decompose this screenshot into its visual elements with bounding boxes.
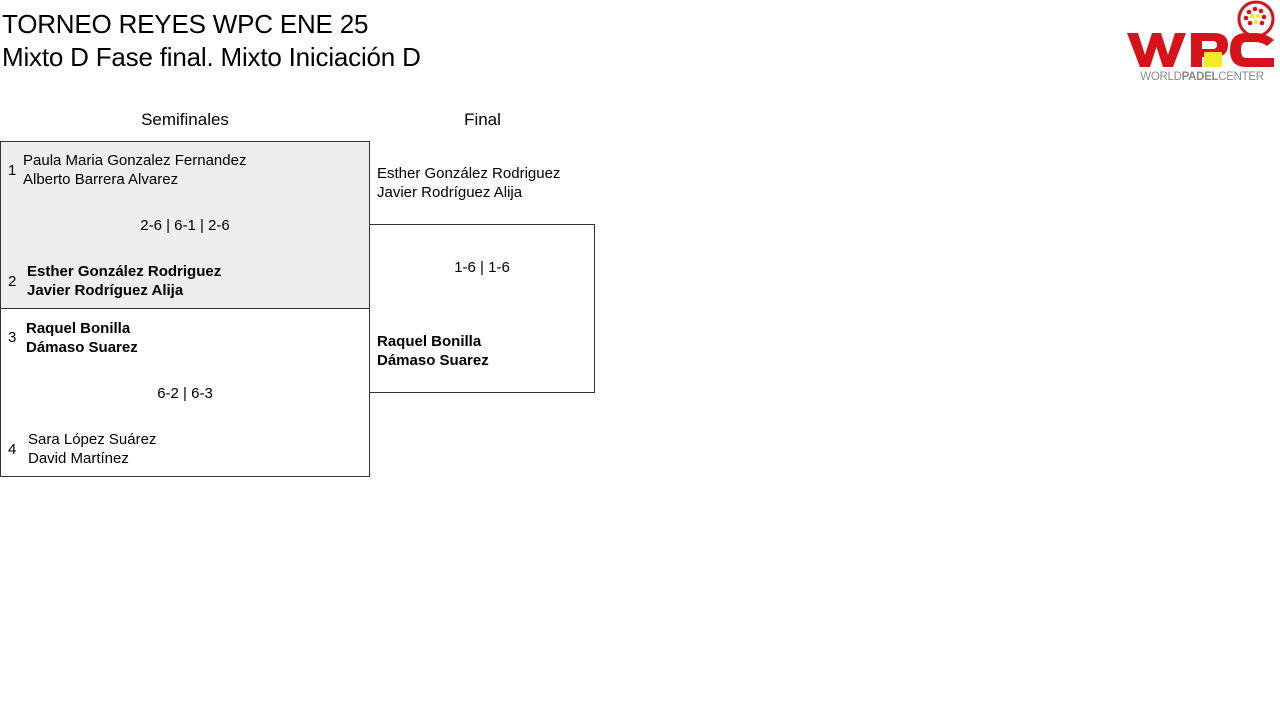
match-score: 1-6 | 1-6 — [454, 259, 510, 276]
seed-number: 1 — [8, 162, 17, 179]
pair-3-winner: Raquel Bonilla Dámaso Suarez — [26, 319, 138, 357]
semifinal-match-1[interactable]: 1 Paula Maria Gonzalez Fernandez Alberto… — [0, 141, 370, 309]
player-name: Javier Rodríguez Alija — [27, 282, 184, 299]
seed-number: 4 — [8, 441, 17, 458]
match-score: 6-2 | 6-3 — [157, 385, 213, 402]
match-score: 2-6 | 6-1 | 2-6 — [140, 217, 230, 234]
player-name: Dámaso Suarez — [377, 352, 489, 369]
player-name: Esther González Rodriguez — [377, 165, 561, 182]
player-name: Javier Rodríguez Alija — [377, 184, 523, 201]
final-pair-2-winner: Raquel Bonilla Dámaso Suarez — [377, 332, 489, 370]
player-name: Esther González Rodriguez — [27, 263, 222, 280]
seed-number: 2 — [8, 273, 17, 290]
round-heading-semifinals: Semifinales — [141, 110, 229, 129]
wpc-logo: WORLDPADELCENTER — [1124, 0, 1280, 84]
final-pair-1: Esther González Rodriguez Javier Rodrígu… — [377, 164, 560, 202]
wpc-logo-graphic: WORLDPADELCENTER — [1127, 0, 1275, 83]
player-name: Paula Maria Gonzalez Fernandez — [23, 152, 247, 169]
pair-4: Sara López Suárez David Martínez — [28, 430, 156, 468]
player-name: David Martínez — [28, 450, 129, 467]
pair-1: Paula Maria Gonzalez Fernandez Alberto B… — [23, 151, 246, 189]
svg-text:WORLDPADELCENTER: WORLDPADELCENTER — [1140, 71, 1263, 83]
player-name: Alberto Barrera Alvarez — [23, 171, 179, 188]
seed-number: 3 — [8, 329, 17, 346]
pair-2-winner: Esther González Rodriguez Javier Rodrígu… — [27, 262, 221, 300]
page-subtitle: Mixto D Fase final. Mixto Iniciación D — [2, 42, 421, 72]
round-heading-final: Final — [464, 110, 501, 129]
final-match[interactable]: 1-6 | 1-6 Raquel Bonilla Dámaso Suarez — [369, 224, 595, 393]
player-name: Raquel Bonilla — [377, 333, 482, 350]
semifinal-match-2[interactable]: 3 Raquel Bonilla Dámaso Suarez 6-2 | 6-3… — [0, 308, 370, 477]
player-name: Raquel Bonilla — [26, 320, 131, 337]
player-name: Dámaso Suarez — [26, 339, 138, 356]
player-name: Sara López Suárez — [28, 431, 157, 448]
header: TORNEO REYES WPC ENE 25 Mixto D Fase fin… — [2, 8, 421, 74]
page-title: TORNEO REYES WPC ENE 25 — [2, 9, 369, 39]
